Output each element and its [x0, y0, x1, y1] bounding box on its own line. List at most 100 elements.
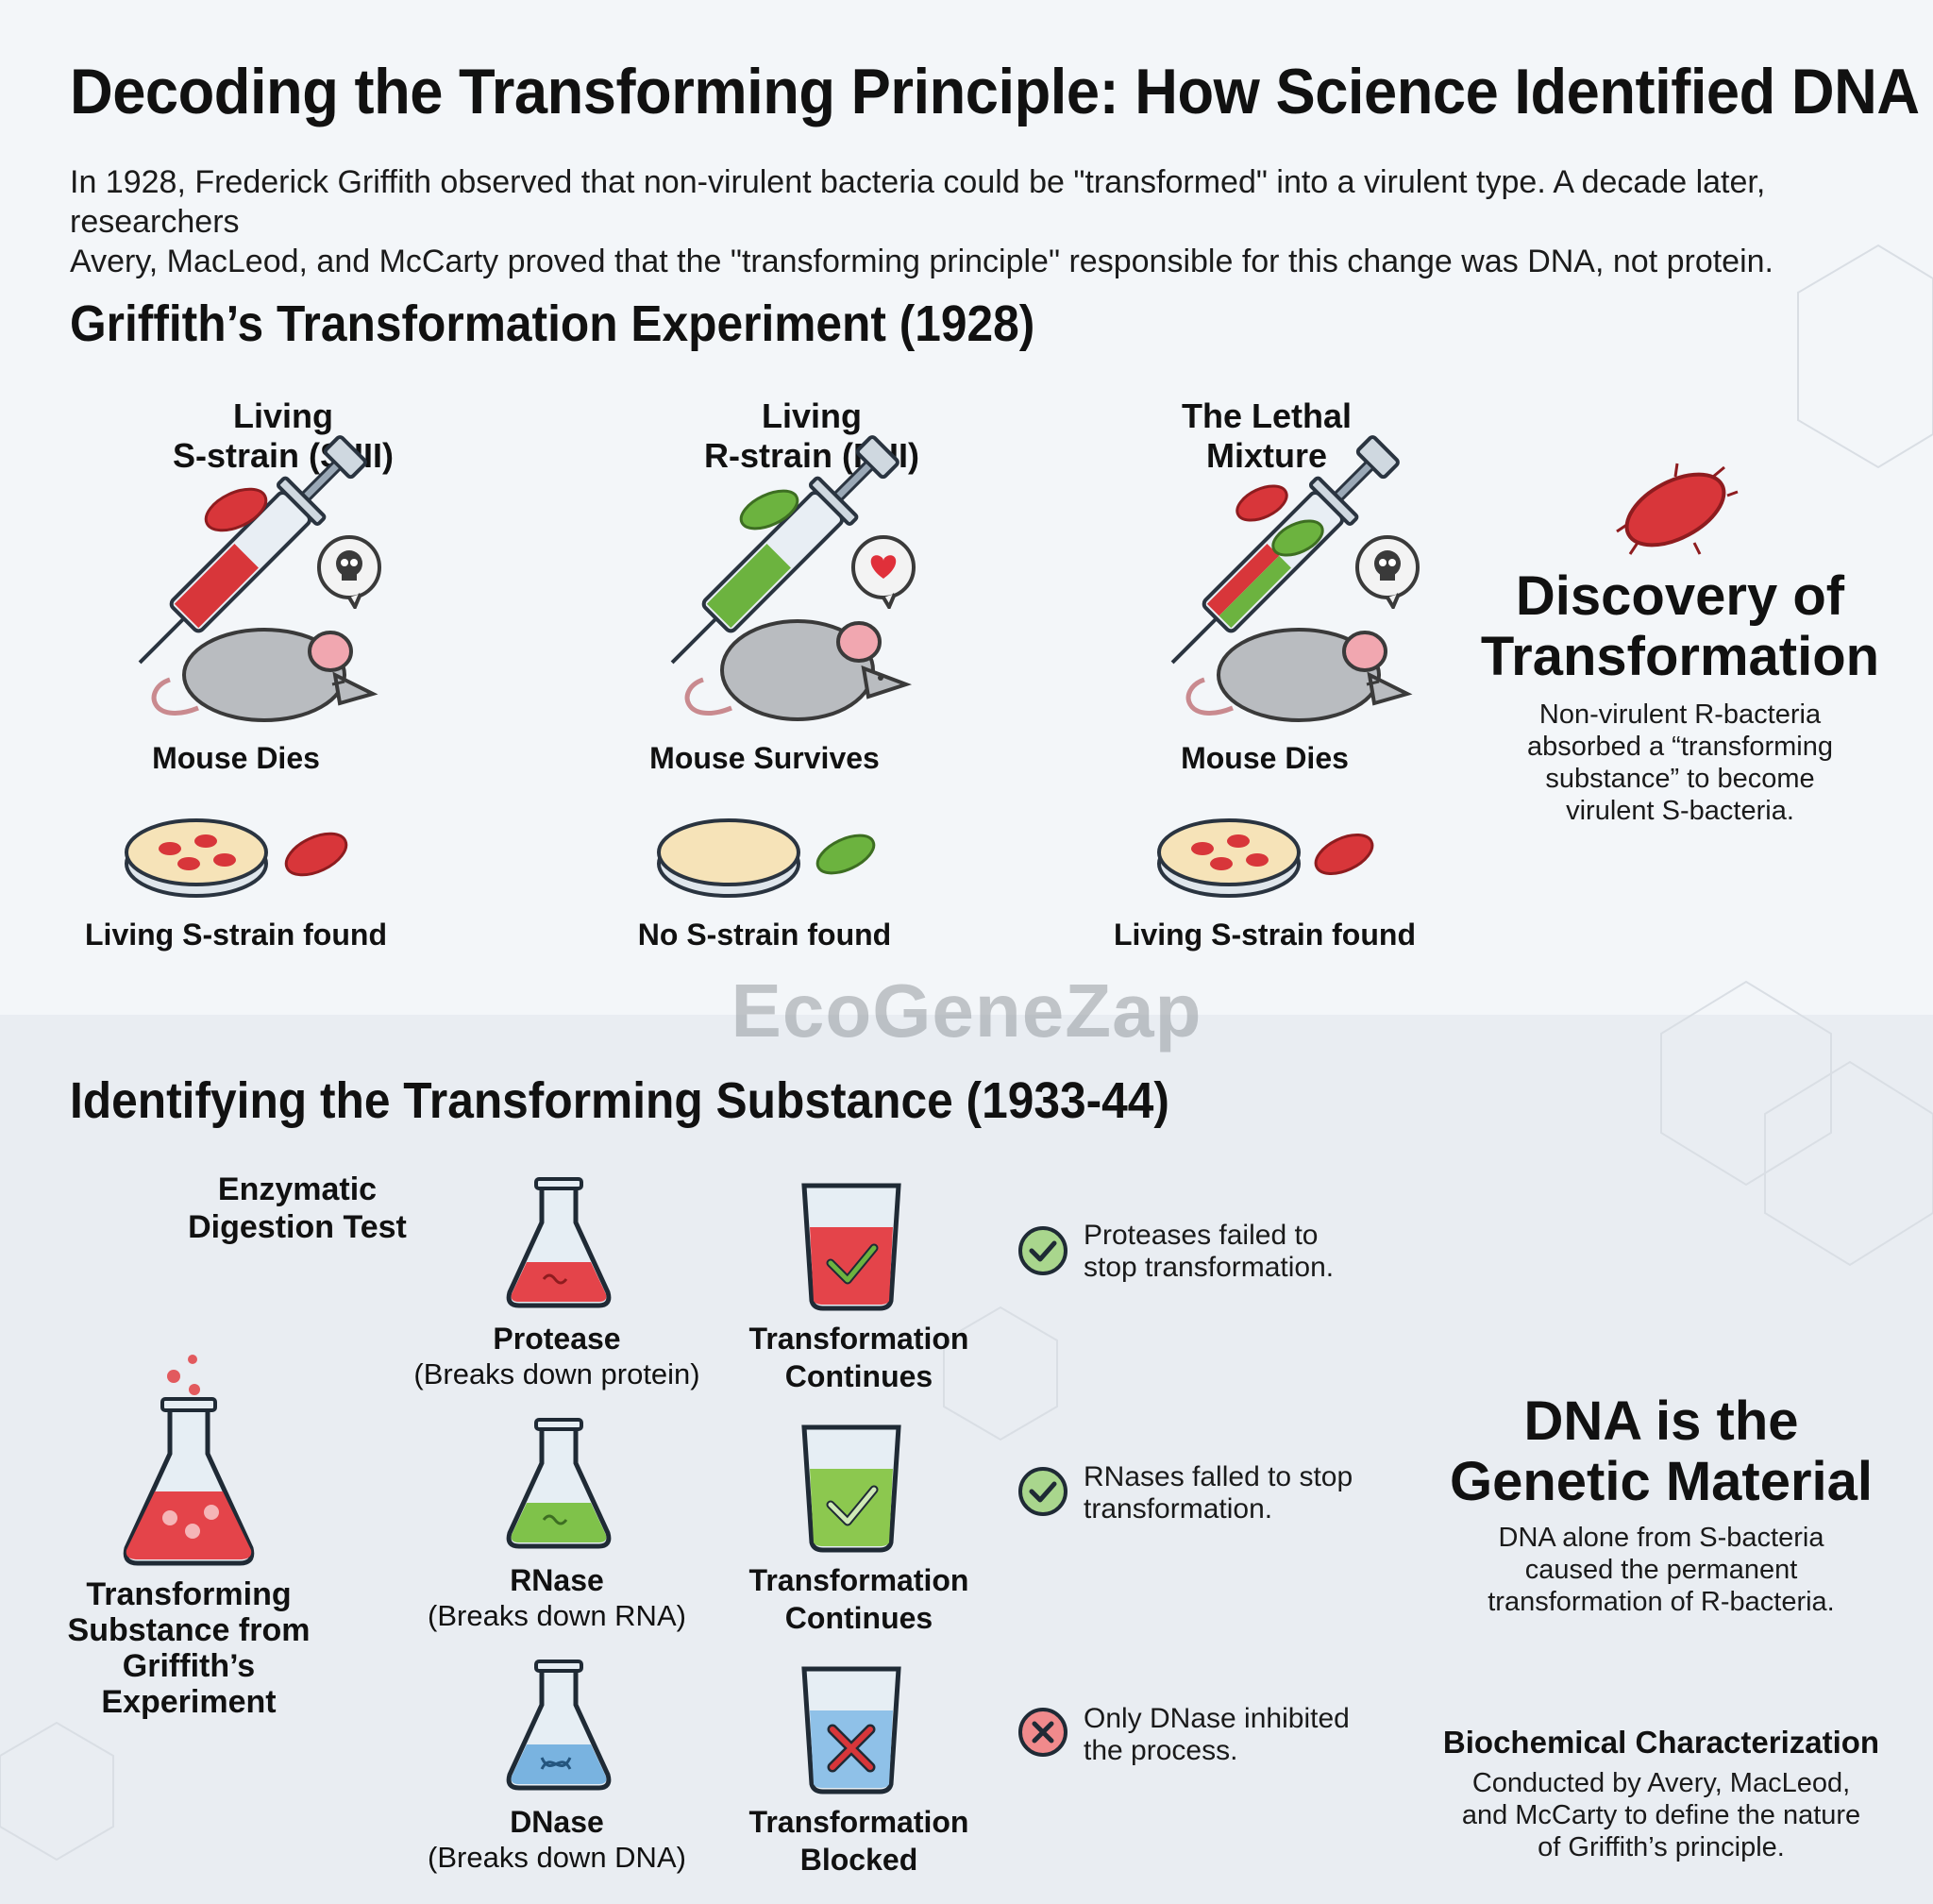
intro-paragraph: In 1928, Frederick Griffith observed tha… [70, 162, 1891, 281]
dnase-desc: (Breaks down DNA) [428, 1841, 686, 1874]
cross-icon [1018, 1708, 1067, 1757]
row-3-result-line2: the process. [1084, 1735, 1238, 1766]
page-title: Decoding the Transforming Principle: How… [70, 56, 1920, 127]
characterization-text: Conducted by Avery, MacLeod, and McCarty… [1435, 1767, 1888, 1863]
source-flask-icon [123, 1355, 255, 1566]
rnase-name: RNase [510, 1563, 604, 1597]
discovery-heading-line2: Transformation [1480, 626, 1880, 687]
panel-3-label-line1: The Lethal [1181, 396, 1353, 435]
protease-name: Protease [493, 1322, 621, 1356]
source-label-line4: Experiment [101, 1684, 277, 1720]
discovery-text-line3: substance” to become [1545, 764, 1815, 794]
griffith-section-heading: Griffith’s Transformation Experiment (19… [70, 295, 1035, 352]
discovery-text-line1: Non-virulent R-bacteria [1538, 699, 1822, 730]
row-3-outcome: Transformation Blocked [717, 1803, 1000, 1879]
virulent-bacterium-icon [1616, 463, 1739, 555]
row-3-result: Only DNase inhibited the process. [1084, 1703, 1442, 1767]
mouse-dead-icon [1185, 628, 1413, 722]
mouse-alive-icon [684, 619, 913, 721]
mouse-dead-icon [151, 628, 378, 722]
s-bacterium-icon [284, 832, 348, 877]
discovery-text-line2: absorbed a “transforming [1527, 732, 1833, 762]
row-2-outcome: Transformation Continues [717, 1561, 1000, 1637]
conclusion-text-line1: DNA alone from S-bacteria [1498, 1523, 1824, 1553]
speech-bubble-skull-icon [1355, 535, 1420, 609]
row-3-result-line1: Only DNase inhibited [1084, 1703, 1350, 1734]
petri-dish-empty-icon [657, 818, 800, 898]
row-2-result-line1: RNases falled to stop [1084, 1461, 1353, 1492]
enzymatic-test-label: Enzymatic Digestion Test [165, 1171, 429, 1246]
discovery-heading-line1: Discovery of [1515, 565, 1845, 627]
row-3-outcome-line2: Blocked [799, 1843, 918, 1877]
row-1-result-line2: stop transformation. [1084, 1252, 1335, 1283]
dnase-flask-icon [506, 1660, 612, 1791]
dnase-name: DNase [510, 1805, 604, 1839]
conclusion-heading: DNA is the Genetic Material [1444, 1391, 1878, 1512]
panel-2-label-line1: Living [762, 396, 862, 435]
panel-2-dish-result: No S-strain found [637, 918, 892, 952]
intro-line-1: In 1928, Frederick Griffith observed tha… [70, 164, 1766, 240]
row-1-outcome-line1: Transformation [748, 1322, 969, 1356]
panel-3-label-line2: Mixture [1205, 436, 1328, 475]
check-icon [1018, 1226, 1067, 1275]
panel-2-mouse-outcome: Mouse Survives [649, 741, 880, 775]
discovery-heading: Discovery of Transformation [1472, 566, 1888, 687]
row-1-outcome: Transformation Continues [717, 1320, 1000, 1395]
characterization-heading: Biochemical Characterization [1442, 1725, 1880, 1760]
row-2-outcome-line1: Transformation [748, 1563, 969, 1597]
s-bacterium-icon [204, 487, 268, 532]
panel-3-label: The Lethal Mixture [1106, 396, 1427, 476]
panel-3-mouse-outcome: Mouse Dies [1181, 741, 1349, 775]
row-1-result-line1: Proteases failed to [1084, 1220, 1319, 1251]
protease-desc: (Breaks down protein) [413, 1357, 700, 1390]
row-1-outcome-line2: Continues [784, 1359, 933, 1393]
panel-3-dish-result: Living S-strain found [1114, 918, 1416, 952]
check-icon [1018, 1467, 1067, 1516]
watermark: EcoGeneZap [731, 969, 1202, 1053]
bottom-section-background [0, 1015, 1933, 1904]
row-2-result-line2: transformation. [1084, 1493, 1273, 1525]
conclusion-heading-line1: DNA is the [1523, 1390, 1799, 1452]
rnase-beaker-icon [801, 1424, 901, 1553]
panel-1-mouse-outcome: Mouse Dies [152, 741, 320, 775]
r-bacterium-icon [1271, 519, 1324, 557]
syringe-s-strain-icon [138, 435, 367, 665]
s-bacterium-icon [1235, 484, 1288, 522]
rnase-desc: (Breaks down RNA) [428, 1599, 686, 1632]
discovery-text-line4: virulent S-bacteria. [1566, 796, 1794, 826]
r-bacterium-icon [815, 834, 876, 875]
rnase-label: RNase (Breaks down RNA) [406, 1561, 708, 1633]
speech-bubble-skull-icon [317, 535, 381, 609]
source-substance-label: Transforming Substance from Griffith’s E… [57, 1576, 321, 1720]
characterization-text-line3: of Griffith’s principle. [1538, 1832, 1785, 1862]
conclusion-text-line3: transformation of R-bacteria. [1488, 1587, 1835, 1617]
source-label-line2: Substance from [67, 1612, 311, 1648]
conclusion-text: DNA alone from S-bacteria caused the per… [1444, 1522, 1878, 1618]
speech-bubble-heart-icon [851, 535, 916, 609]
intro-line-2: Avery, MacLeod, and McCarty proved that … [70, 244, 1773, 279]
row-2-result: RNases falled to stop transformation. [1084, 1461, 1442, 1525]
conclusion-heading-line2: Genetic Material [1449, 1451, 1874, 1512]
characterization-text-line1: Conducted by Avery, MacLeod, [1471, 1768, 1851, 1798]
row-1-result: Proteases failed to stop transformation. [1084, 1220, 1442, 1284]
dnase-label: DNase (Breaks down DNA) [406, 1803, 708, 1875]
panel-1-label-line1: Living [233, 396, 333, 435]
rnase-flask-icon [506, 1418, 612, 1549]
r-bacterium-icon [739, 489, 799, 531]
petri-dish-s-colonies-icon [125, 818, 268, 898]
source-label-line3: Griffith’s [122, 1648, 256, 1684]
conclusion-text-line2: caused the permanent [1524, 1555, 1798, 1585]
protease-beaker-icon [801, 1183, 901, 1311]
row-2-outcome-line2: Continues [784, 1601, 933, 1635]
enzymatic-test-label-line1: Enzymatic [217, 1171, 378, 1207]
source-label-line1: Transforming [86, 1576, 292, 1612]
protease-flask-icon [506, 1177, 612, 1308]
syringe-r-strain-icon [670, 435, 899, 665]
s-bacterium-icon [1314, 833, 1374, 876]
avery-section-heading: Identifying the Transforming Substance (… [70, 1072, 1169, 1129]
petri-dish-s-colonies-icon [1157, 818, 1301, 898]
characterization-text-line2: and McCarty to define the nature [1461, 1800, 1861, 1830]
protease-label: Protease (Breaks down protein) [406, 1320, 708, 1391]
enzymatic-test-label-line2: Digestion Test [188, 1209, 407, 1245]
dnase-beaker-icon [801, 1666, 901, 1794]
